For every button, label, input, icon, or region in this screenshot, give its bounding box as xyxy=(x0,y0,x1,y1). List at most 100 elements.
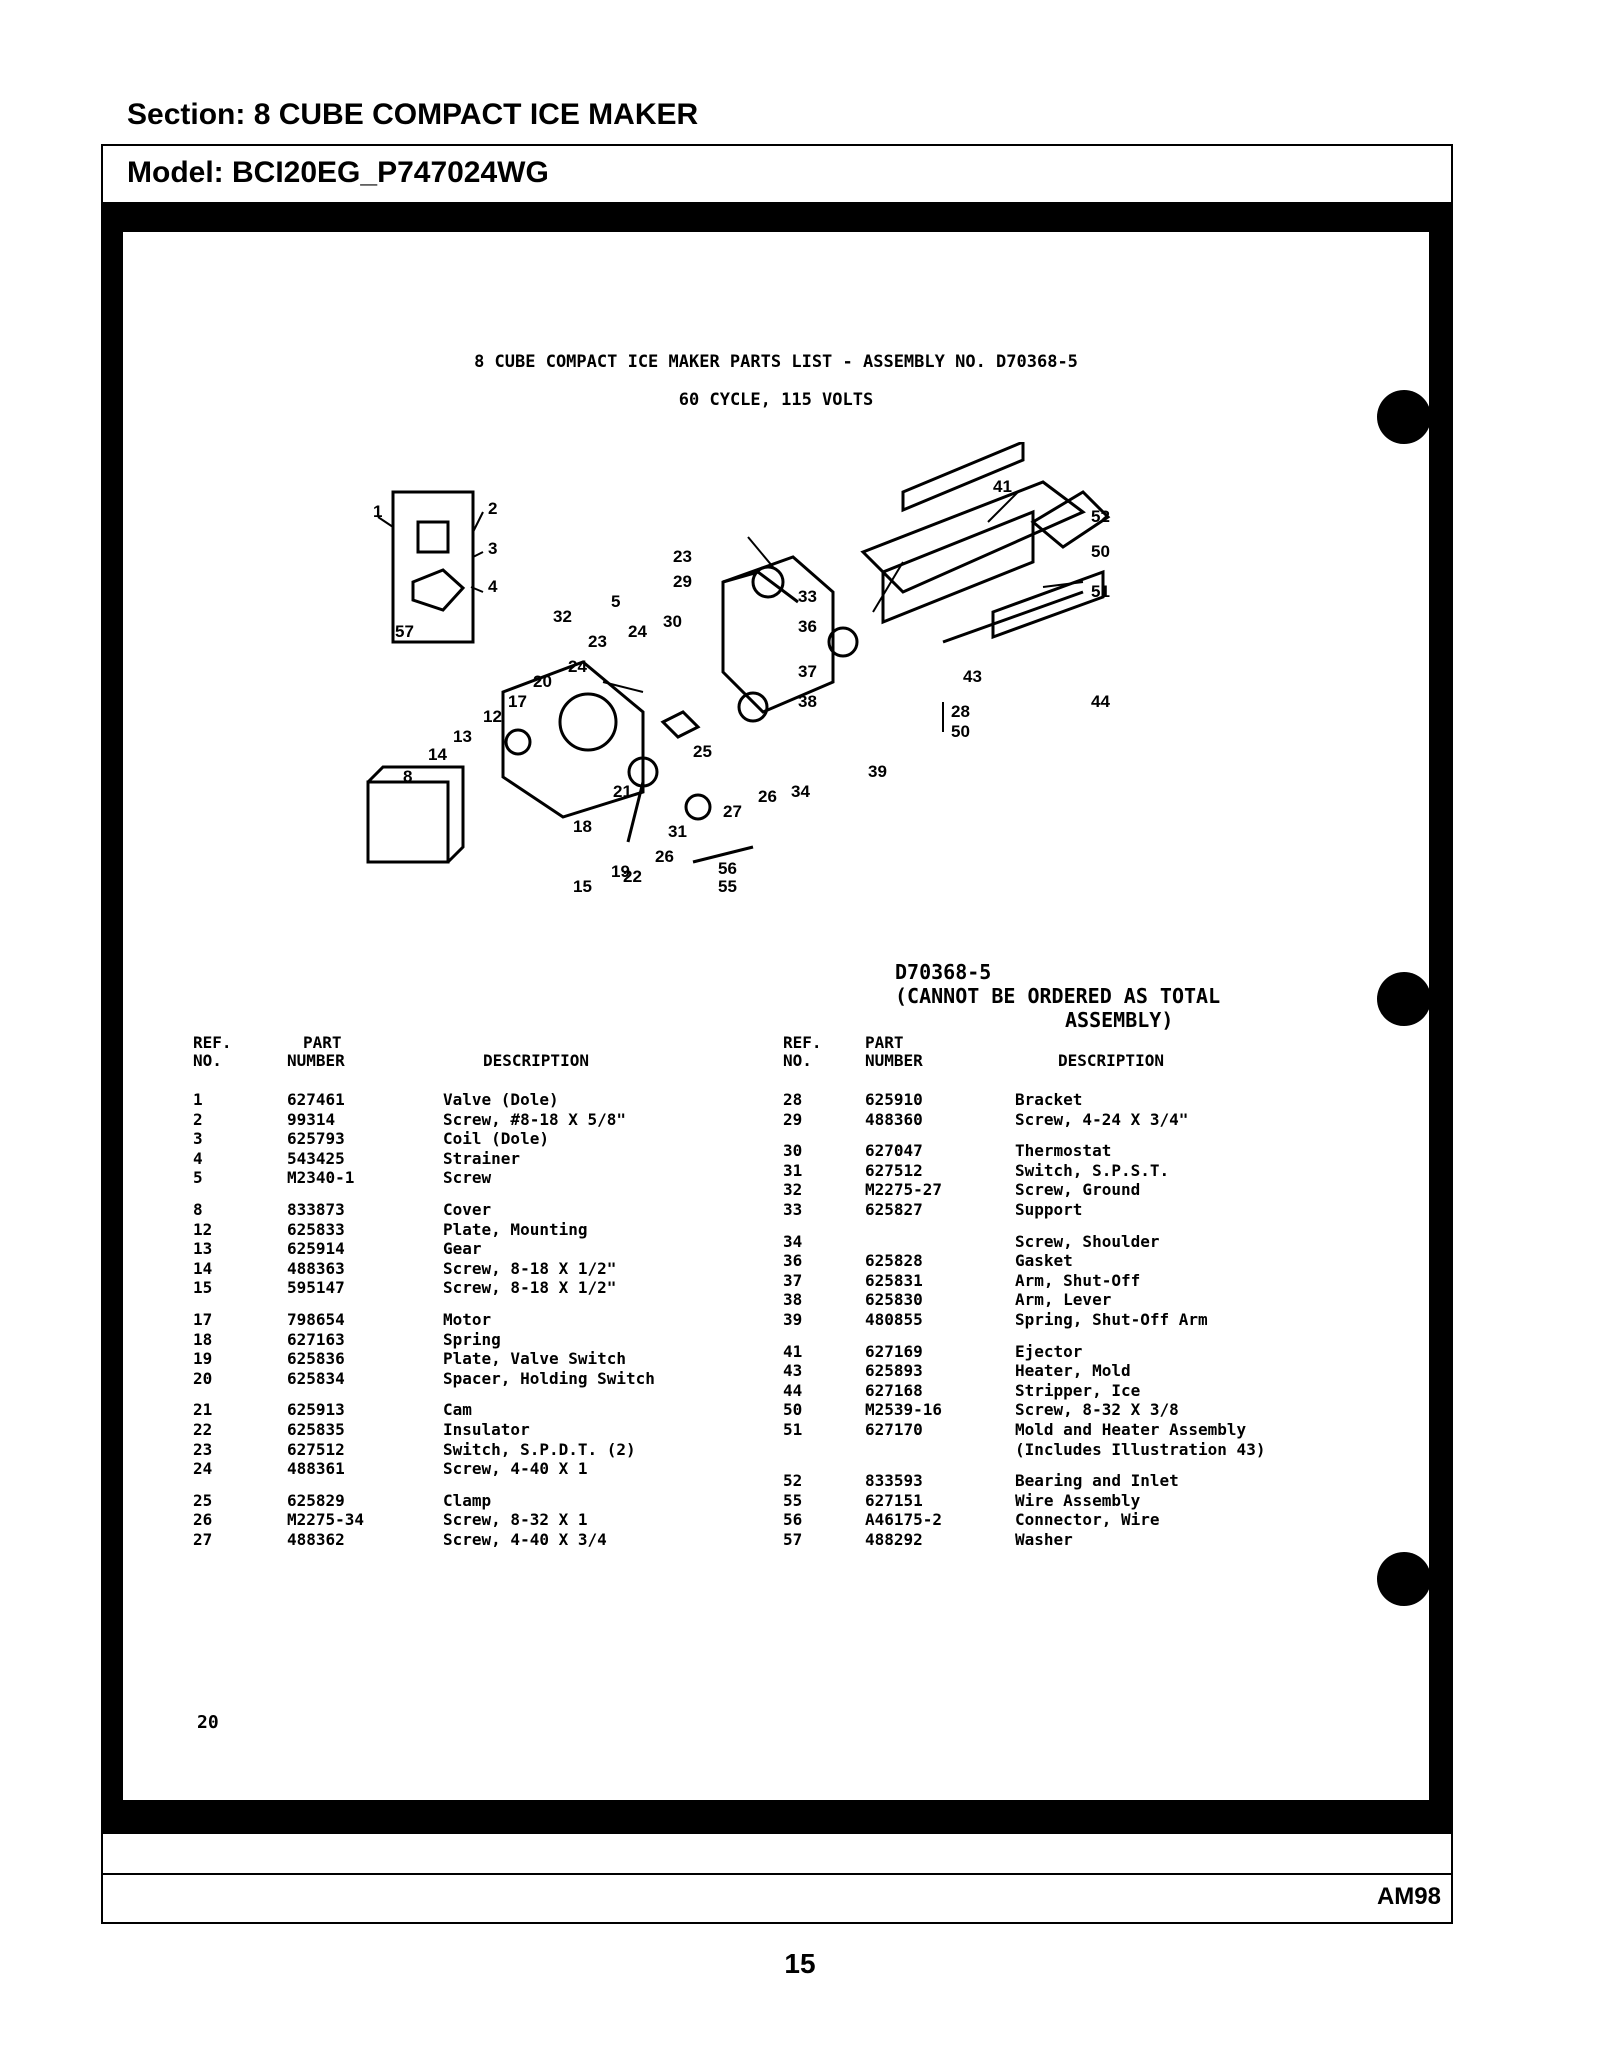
part-description: Spacer, Holding Switch xyxy=(443,1368,655,1388)
callout-label: 14 xyxy=(428,745,447,764)
callout-label: 26 xyxy=(758,787,777,806)
ref-no: 39 xyxy=(783,1309,803,1329)
part-number: 99314 xyxy=(287,1109,336,1129)
group-gap xyxy=(193,1298,763,1310)
part-number: 625893 xyxy=(865,1361,923,1381)
header-ref: NO. xyxy=(193,1051,222,1070)
header-part: NUMBER xyxy=(287,1051,345,1070)
ref-no: 30 xyxy=(783,1141,803,1161)
part-number: A46175-2 xyxy=(865,1510,943,1530)
callout-label: 44 xyxy=(1091,692,1110,711)
callout-label: 28 xyxy=(951,702,970,721)
exploded-diagram: 1 2 3 4 57 5 23 29 33 36 37 38 39 32 24 … xyxy=(366,442,1110,896)
ref-no: 52 xyxy=(783,1471,803,1491)
callout-label: 22 xyxy=(623,867,642,886)
part-description: Motor xyxy=(443,1309,492,1329)
part-number: M2275-34 xyxy=(287,1510,365,1530)
header-ref: REF. xyxy=(783,1033,822,1052)
ref-no: 8 xyxy=(193,1199,203,1219)
part-description: Switch, S.P.S.T. xyxy=(1015,1160,1170,1180)
part-number: 798654 xyxy=(287,1309,345,1329)
part-number: 488361 xyxy=(287,1459,345,1479)
model-value: BCI20EG_P747024WG xyxy=(232,156,549,189)
callout-label: 43 xyxy=(963,667,982,686)
table-row: (Includes Illustration 43) xyxy=(783,1440,1273,1460)
callout-label: 52 xyxy=(1091,507,1110,526)
callout-label: 5 xyxy=(611,592,620,611)
section-label: Section: xyxy=(127,98,246,131)
callout-label: 24 xyxy=(628,622,647,641)
parts-list-subtitle: 60 CYCLE, 115 VOLTS xyxy=(678,390,874,410)
model-title: Model: BCI20EG_P747024WG xyxy=(127,156,549,190)
part-number: 488360 xyxy=(865,1109,923,1129)
callout-label: 29 xyxy=(673,572,692,591)
callout-label: 13 xyxy=(453,727,472,746)
part-number: 625835 xyxy=(287,1419,345,1439)
part-number: 627169 xyxy=(865,1341,923,1361)
header-part: NUMBER xyxy=(865,1051,923,1070)
ref-no: 55 xyxy=(783,1490,803,1510)
document-code: AM98 xyxy=(1376,1883,1441,1910)
ref-no: 3 xyxy=(193,1129,203,1149)
callout-label: 25 xyxy=(693,742,712,761)
ref-no: 23 xyxy=(193,1439,213,1459)
ref-no: 24 xyxy=(193,1459,213,1479)
ref-no: 21 xyxy=(193,1400,213,1420)
callout-label: 50 xyxy=(1091,542,1110,561)
part-number: 627512 xyxy=(287,1439,345,1459)
callout-label: 39 xyxy=(868,762,887,781)
ref-no: 17 xyxy=(193,1309,213,1329)
part-description: (Includes Illustration 43) xyxy=(1015,1439,1266,1459)
ref-no: 43 xyxy=(783,1361,803,1381)
callout-label: 51 xyxy=(1091,582,1110,601)
part-description: Support xyxy=(1015,1199,1083,1219)
part-description: Screw, Ground xyxy=(1015,1180,1141,1200)
callout-label: 21 xyxy=(613,782,632,801)
part-number: M2275-27 xyxy=(865,1180,943,1200)
assembly-number: D70368-5 xyxy=(895,960,992,984)
callout-label: 4 xyxy=(488,577,498,596)
ref-no: 57 xyxy=(783,1529,803,1549)
ref-no: 12 xyxy=(193,1219,213,1239)
group-gap xyxy=(783,1330,1273,1342)
part-description: Arm, Lever xyxy=(1015,1290,1112,1310)
header-ref: NO. xyxy=(783,1051,812,1070)
part-number: 480855 xyxy=(865,1309,923,1329)
part-description: Ejector xyxy=(1015,1341,1083,1361)
callout-label: 8 xyxy=(403,767,412,786)
part-number: 625828 xyxy=(865,1251,923,1271)
ref-no: 4 xyxy=(193,1148,203,1168)
header-part: PART xyxy=(865,1033,904,1052)
part-description: Mold and Heater Assembly xyxy=(1015,1419,1247,1439)
ref-no: 15 xyxy=(193,1278,213,1298)
ref-no: 2 xyxy=(193,1109,203,1129)
ref-no: 36 xyxy=(783,1251,803,1271)
part-description: Washer xyxy=(1015,1529,1073,1549)
callout-label: 2 xyxy=(488,499,497,518)
header-ref: REF. xyxy=(193,1033,232,1052)
part-description: Connector, Wire xyxy=(1015,1510,1160,1530)
divider xyxy=(103,1873,1451,1875)
scanned-page: 8 CUBE COMPACT ICE MAKER PARTS LIST - AS… xyxy=(103,202,1451,1834)
ref-no: 34 xyxy=(783,1231,803,1251)
part-description: Clamp xyxy=(443,1490,492,1510)
ref-no: 50 xyxy=(783,1400,803,1420)
